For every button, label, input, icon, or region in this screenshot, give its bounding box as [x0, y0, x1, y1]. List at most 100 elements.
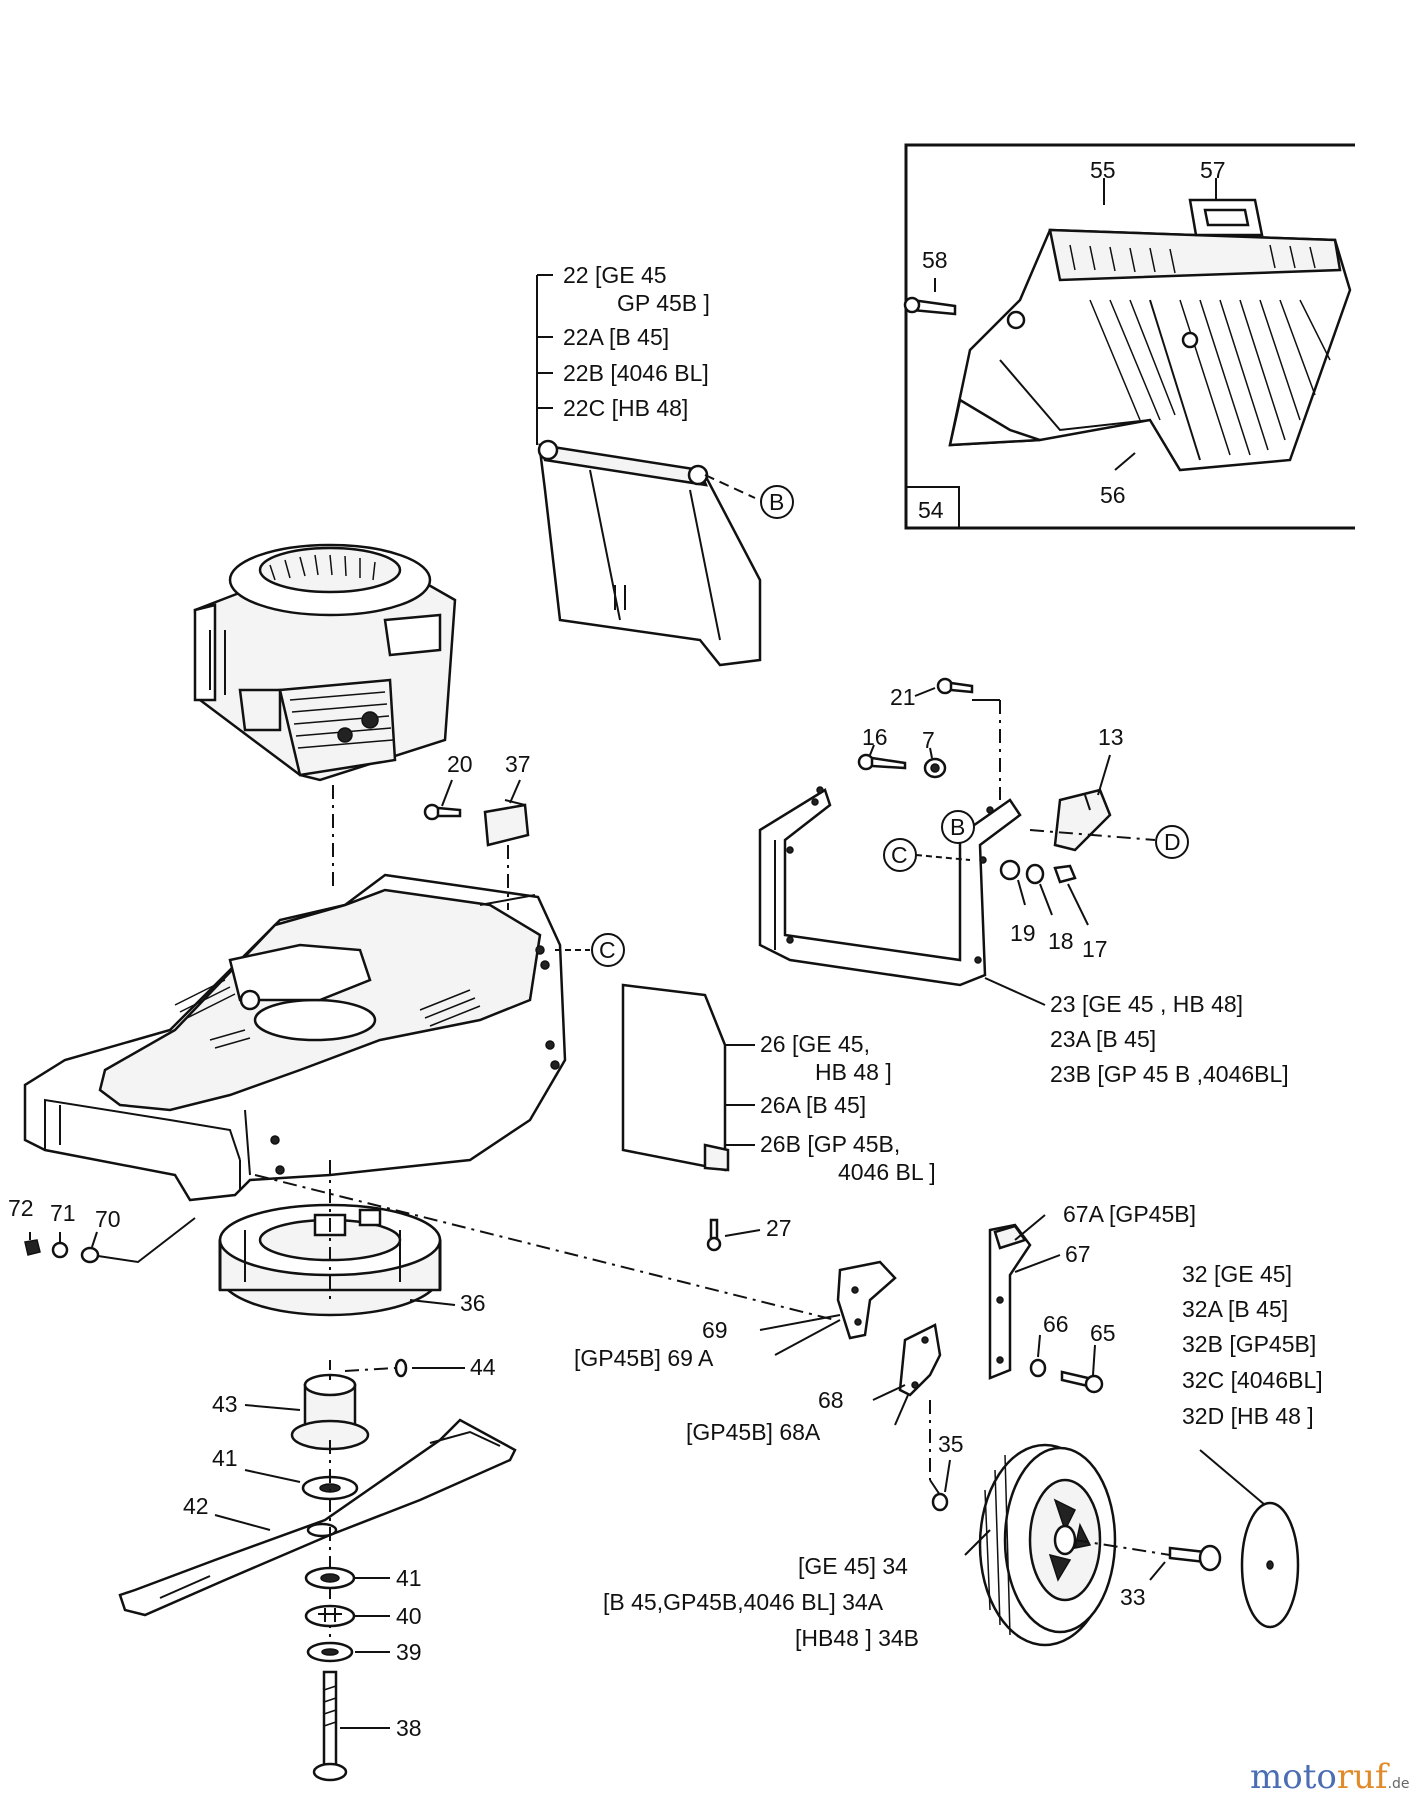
label-17: 17 [1082, 936, 1108, 962]
engine [193, 543, 457, 782]
callout-b-flap: B [760, 485, 794, 519]
label-26: 26 [GE 45, [760, 1031, 870, 1057]
label-22: 22 [GE 45 [563, 262, 667, 288]
label-42: 42 [183, 1493, 209, 1519]
side-flap [621, 983, 730, 1172]
svg-text:B: B [769, 489, 784, 515]
label-26B-cont: 4046 BL ] [838, 1159, 936, 1185]
inset-label-56: 56 [1100, 482, 1126, 508]
label-22-cont: GP 45B ] [617, 290, 710, 316]
label-69A: [GP45B] 69 A [574, 1345, 714, 1371]
bolt-16 [857, 753, 907, 771]
inset-label-58: 58 [922, 247, 948, 273]
washer-18 [1025, 863, 1045, 885]
mower-deck [23, 873, 567, 1202]
side-bracket [758, 786, 1022, 987]
label-67A: 67A [GP45B] [1063, 1201, 1196, 1227]
grass-catcher-inset: 54 55 57 58 56 [903, 143, 1355, 530]
label-32: 32 [GE 45] [1182, 1261, 1292, 1287]
washer-7 [923, 757, 947, 779]
callout-c-deck: C [591, 933, 625, 967]
bolt-20 [423, 803, 462, 821]
key-44 [394, 1358, 408, 1378]
label-20: 20 [447, 751, 473, 777]
label-27: 27 [766, 1215, 792, 1241]
mower-blade [118, 1418, 517, 1617]
bolt-38 [312, 1670, 348, 1782]
label-19: 19 [1010, 920, 1036, 946]
label-43: 43 [212, 1391, 238, 1417]
label-39: 39 [396, 1639, 422, 1665]
nut-17 [1053, 864, 1077, 884]
wheel [978, 1443, 1117, 1647]
label-26B: 26B [GP 45B, [760, 1131, 900, 1157]
label-13: 13 [1098, 724, 1124, 750]
plate-13 [1053, 788, 1112, 852]
washer-70 [80, 1246, 100, 1264]
svg-text:B: B [950, 814, 965, 840]
label-22C: 22C [HB 48] [563, 395, 688, 421]
label-72: 72 [8, 1195, 34, 1221]
label-37: 37 [505, 751, 531, 777]
motoruf-logo: motoruf.de [1250, 1757, 1410, 1797]
label-26A: 26A [B 45] [760, 1092, 866, 1118]
grass-catcher [948, 198, 1352, 472]
label-34A: [B 45,GP45B,4046 BL] 34A [603, 1589, 884, 1615]
washer-39 [306, 1641, 354, 1663]
rear-flap [536, 274, 762, 667]
inset-box-label: 54 [918, 497, 944, 523]
label-21: 21 [890, 684, 916, 710]
label-22A: 22A [B 45] [563, 324, 669, 350]
label-18: 18 [1048, 928, 1074, 954]
bolt-65 [1060, 1370, 1104, 1394]
screw-27 [706, 1218, 722, 1252]
washer-66 [1029, 1358, 1047, 1378]
label-66: 66 [1043, 1311, 1069, 1337]
height-lever-67 [988, 1223, 1032, 1380]
callout-c-bracket: C [883, 838, 917, 872]
label-65: 65 [1090, 1320, 1116, 1346]
label-23: 23 [GE 45 , HB 48] [1050, 991, 1243, 1017]
axle-bolt-33 [1168, 1544, 1222, 1572]
label-68A: [GP45B] 68A [686, 1419, 821, 1445]
washer-41-bottom [304, 1566, 356, 1590]
label-16: 16 [862, 724, 888, 750]
label-71: 71 [50, 1200, 76, 1226]
nut-72 [24, 1239, 41, 1256]
label-32C: 32C [4046BL] [1182, 1367, 1323, 1393]
label-7: 7 [922, 727, 935, 753]
label-36: 36 [460, 1290, 486, 1316]
label-70: 70 [95, 1206, 121, 1232]
inset-label-57: 57 [1200, 157, 1226, 183]
label-41-bottom: 41 [396, 1565, 422, 1591]
svg-text:C: C [599, 937, 616, 963]
svg-text:motoruf.de: motoruf.de [1250, 1757, 1410, 1797]
label-35: 35 [938, 1431, 964, 1457]
label-44: 44 [470, 1354, 496, 1380]
plate-68 [898, 1323, 942, 1397]
label-69: 69 [702, 1317, 728, 1343]
label-32A: 32A [B 45] [1182, 1296, 1288, 1322]
label-33: 33 [1120, 1584, 1146, 1610]
blade-adapter [290, 1360, 370, 1451]
washer-71 [51, 1241, 69, 1259]
label-23B: 23B [GP 45 B ,4046BL] [1050, 1061, 1289, 1087]
callout-b-bracket: B [941, 810, 975, 844]
screw-21 [936, 677, 974, 695]
label-26-cont: HB 48 ] [815, 1059, 892, 1085]
label-34B: [HB48 ] 34B [795, 1625, 919, 1651]
washer-19 [999, 859, 1021, 881]
label-38: 38 [396, 1715, 422, 1741]
hubcap-32 [1240, 1501, 1300, 1629]
label-40: 40 [396, 1603, 422, 1629]
washer-40 [304, 1604, 356, 1628]
nut-35 [931, 1492, 949, 1512]
clip-37 [483, 799, 530, 847]
label-32B: 32B [GP45B] [1182, 1331, 1316, 1357]
svg-text:C: C [891, 842, 908, 868]
catcher-pin [903, 296, 957, 316]
label-22B: 22B [4046 BL] [563, 360, 709, 386]
label-68: 68 [818, 1387, 844, 1413]
